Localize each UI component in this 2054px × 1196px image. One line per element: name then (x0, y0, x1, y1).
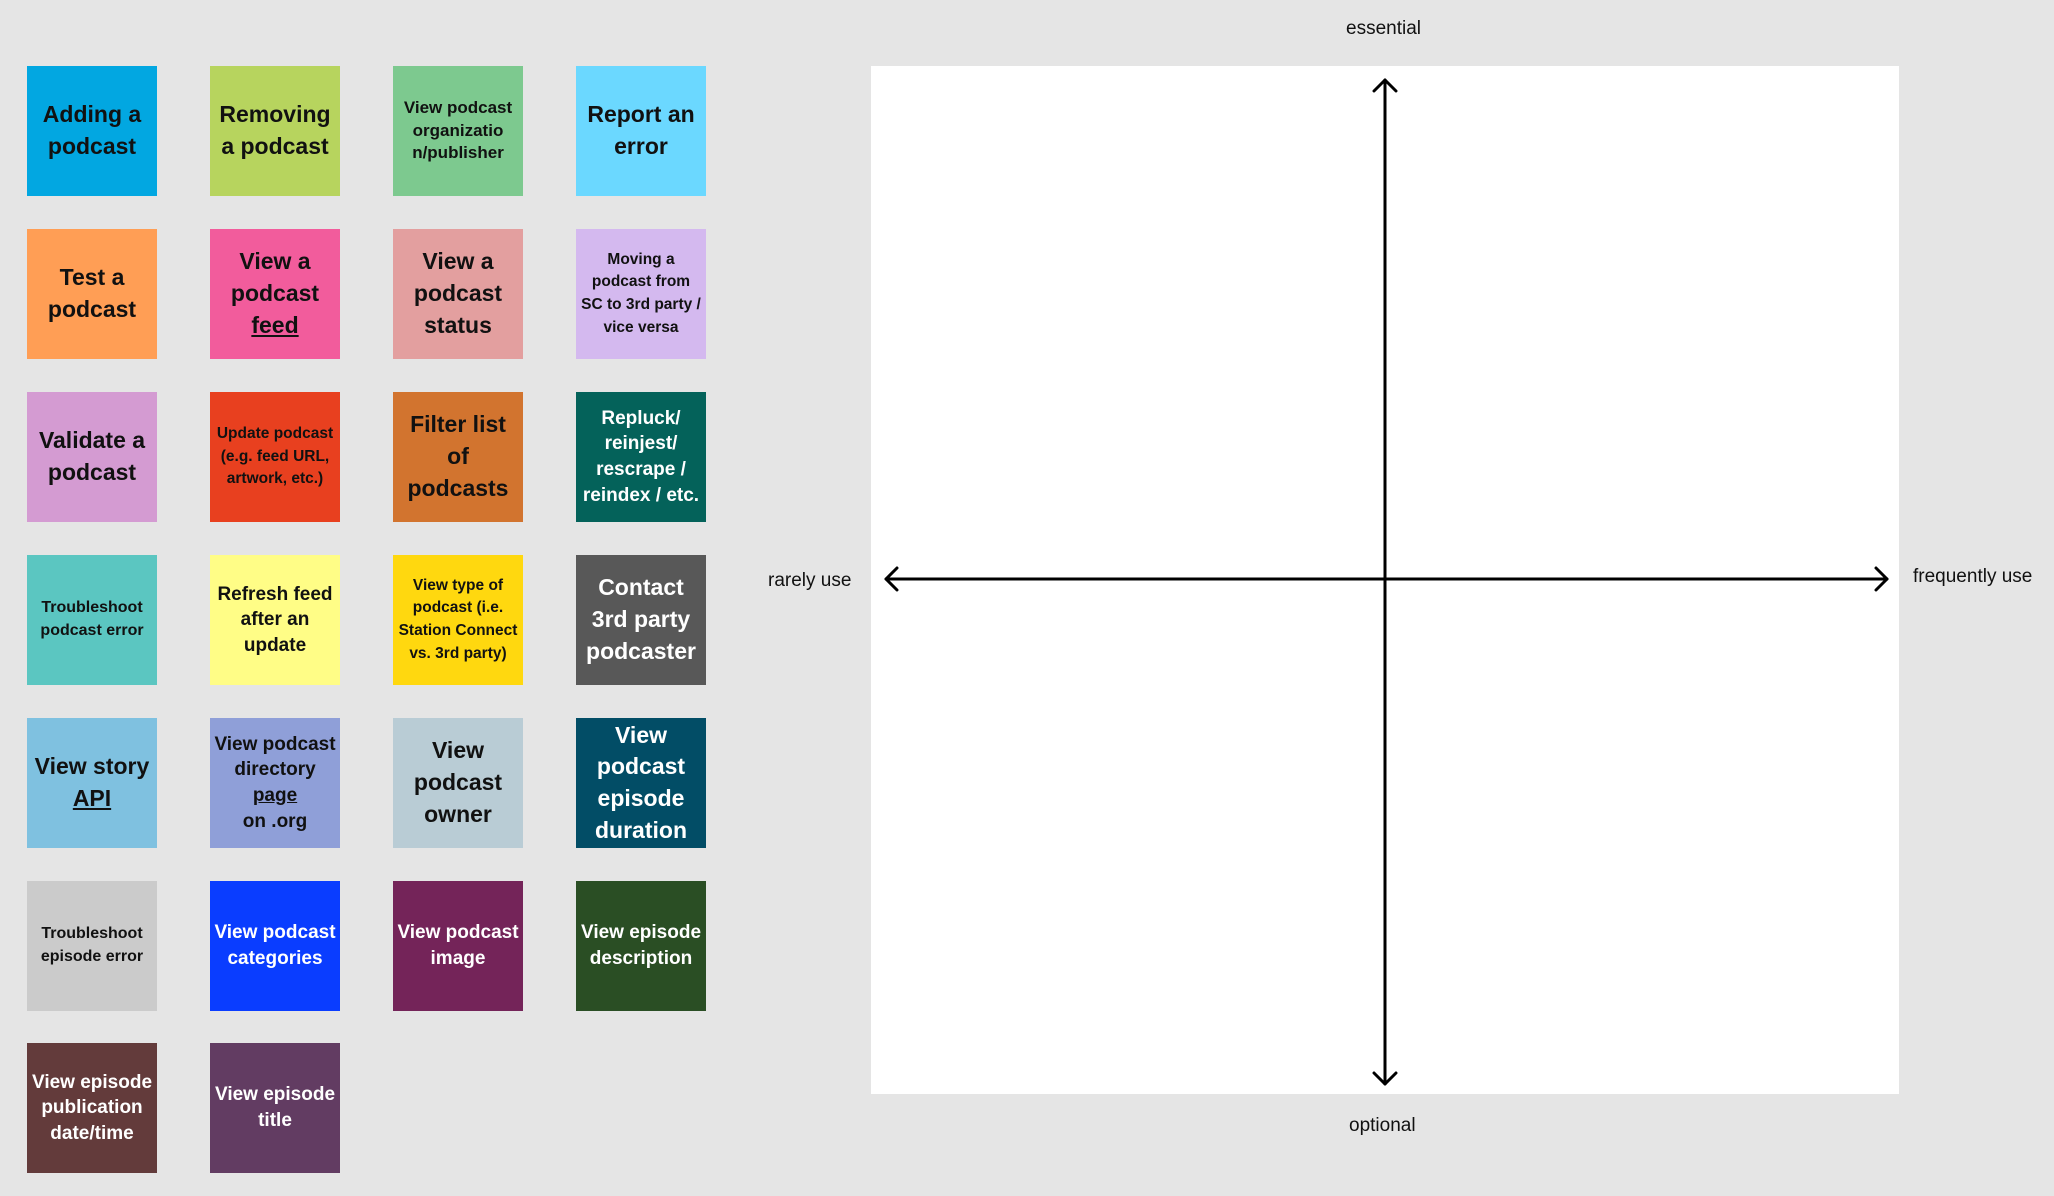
page-link[interactable]: page (252, 785, 298, 806)
sticky-view-episode-title[interactable]: View episode title (210, 1043, 340, 1173)
sticky-contact-3rd-party[interactable]: Contact 3rd party podcaster (576, 555, 706, 685)
sticky-view-story-api[interactable]: View story API (27, 718, 157, 848)
api-link[interactable]: API (72, 785, 112, 811)
sticky-view-directory-page[interactable]: View podcast directory page on .org (210, 718, 340, 848)
feed-link[interactable]: feed (251, 311, 299, 338)
sticky-view-podcast-organization[interactable]: View podcast organizatio n/publisher (393, 66, 523, 196)
sticky-text: Adding a podcast (42, 101, 142, 159)
sticky-text: Moving a podcast from SC to 3rd party / … (581, 250, 701, 336)
sticky-adding-podcast[interactable]: Adding a podcast (27, 66, 157, 196)
sticky-text: Contact 3rd party podcaster (586, 574, 696, 664)
sticky-text: Refresh feed after an update (217, 583, 333, 656)
sticky-text: Repluck/ reinjest/ rescrape / reindex / … (582, 407, 700, 506)
sticky-text: Test a podcast (47, 264, 137, 322)
sticky-text: Troubleshoot podcast error (40, 599, 144, 639)
sticky-text: View episode title (214, 1084, 336, 1131)
sticky-text: View story (34, 753, 150, 780)
sticky-text: Troubleshoot episode error (40, 925, 144, 965)
sticky-text: View podcast image (397, 922, 519, 969)
sticky-removing-podcast[interactable]: Removing a podcast (210, 66, 340, 196)
sticky-text: View podcast episode duration (595, 721, 687, 843)
sticky-validate-podcast[interactable]: Validate a podcast (27, 392, 157, 522)
sticky-text: View podcast organizatio n/publisher (403, 97, 513, 163)
sticky-text-suffix: on .org (242, 810, 308, 832)
quadrant-board[interactable] (871, 66, 1899, 1094)
sticky-text: View podcast categories (214, 922, 336, 969)
sticky-text: Report an error (587, 101, 695, 159)
sticky-view-podcast-image[interactable]: View podcast image (393, 881, 523, 1011)
sticky-view-podcast-status[interactable]: View a podcast status (393, 229, 523, 359)
sticky-test-podcast[interactable]: Test a podcast (27, 229, 157, 359)
sticky-update-podcast[interactable]: Update podcast (e.g. feed URL, artwork, … (210, 392, 340, 522)
axis-label-essential: essential (1346, 18, 1421, 39)
axis-label-optional: optional (1349, 1115, 1416, 1136)
sticky-report-error[interactable]: Report an error (576, 66, 706, 196)
sticky-text-wrap: View story API (35, 751, 150, 814)
sticky-text: View podcast directory (214, 733, 336, 781)
sticky-text: View a podcast status (413, 248, 503, 338)
sticky-text: View type of podcast (i.e. Station Conne… (398, 576, 518, 662)
sticky-view-episode-publication[interactable]: View episode publication date/time (27, 1043, 157, 1173)
sticky-troubleshoot-podcast-error[interactable]: Troubleshoot podcast error (27, 555, 157, 685)
sticky-filter-list[interactable]: Filter list of podcasts (393, 392, 523, 522)
sticky-text: Filter list of podcasts (407, 411, 509, 501)
sticky-view-podcast-feed[interactable]: View a podcast feed (210, 229, 340, 359)
sticky-view-type-of-podcast[interactable]: View type of podcast (i.e. Station Conne… (393, 555, 523, 685)
sticky-troubleshoot-episode-error[interactable]: Troubleshoot episode error (27, 881, 157, 1011)
sticky-view-episode-description[interactable]: View episode description (576, 881, 706, 1011)
sticky-text: View episode publication date/time (31, 1071, 153, 1144)
sticky-text: Update podcast (e.g. feed URL, artwork, … (216, 425, 334, 488)
sticky-text: View episode description (580, 922, 702, 969)
sticky-moving-podcast[interactable]: Moving a podcast from SC to 3rd party / … (576, 229, 706, 359)
sticky-refresh-feed[interactable]: Refresh feed after an update (210, 555, 340, 685)
sticky-view-podcast-owner[interactable]: View podcast owner (393, 718, 523, 848)
sticky-repluck[interactable]: Repluck/ reinjest/ rescrape / reindex / … (576, 392, 706, 522)
sticky-text-wrap: View a podcast feed (214, 246, 336, 341)
sticky-view-episode-duration[interactable]: View podcast episode duration (576, 718, 706, 848)
axis-label-frequently-use: frequently use (1913, 566, 2033, 587)
sticky-text: Validate a podcast (38, 427, 146, 485)
axis-label-rarely-use: rarely use (768, 570, 852, 591)
sticky-text-wrap: View podcast directory page on .org (214, 732, 336, 835)
sticky-text: View a podcast (230, 248, 320, 307)
sticky-view-podcast-categories[interactable]: View podcast categories (210, 881, 340, 1011)
sticky-text: Removing a podcast (219, 101, 331, 159)
sticky-text: View podcast owner (413, 737, 503, 827)
